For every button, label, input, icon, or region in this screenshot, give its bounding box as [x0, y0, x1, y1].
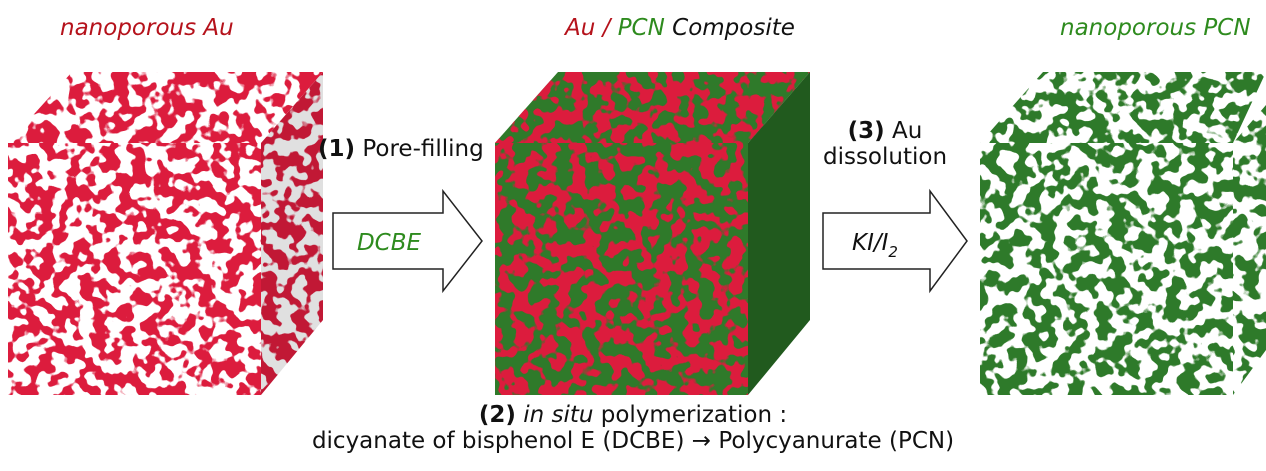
step3-number: (3) [847, 118, 885, 144]
cube-pcn-side [1233, 105, 1266, 395]
title-slash: / [595, 15, 618, 41]
title-au: Au [565, 15, 596, 41]
cube-nanoporous-au [8, 72, 323, 395]
step3-text-line2: dissolution [822, 144, 948, 170]
step2-in-situ: in situ [515, 402, 594, 428]
cube-pcn-front [980, 143, 1233, 395]
title-pcn: PCN [617, 15, 665, 41]
cube-composite-top [495, 72, 810, 143]
cube-au-top [8, 72, 323, 143]
cube-au-front [8, 143, 261, 395]
step1-text: Pore-filling [355, 136, 484, 162]
arrow-pore-filling: DCBE [332, 188, 483, 294]
step2-label: (2) in situ polymerization : dicyanate o… [200, 402, 1066, 454]
step1-number: (1) [318, 136, 356, 162]
cube-nanoporous-pcn [980, 72, 1266, 395]
title-nanoporous-pcn: nanoporous PCN [1060, 15, 1251, 41]
step2-number: (2) [478, 402, 516, 428]
cube-au-pcn-composite [495, 72, 810, 395]
cube-pcn-top [980, 72, 1266, 143]
reagent-dcbe: DCBE [357, 230, 422, 256]
step3-text-line1: Au [884, 118, 923, 144]
step1-label: (1) Pore-filling [318, 136, 484, 162]
cube-au-side [261, 72, 323, 395]
step2-reaction: dicyanate of bisphenol E (DCBE) → Polycy… [311, 428, 955, 454]
reagent-ki-i2: KI/I2 [852, 230, 898, 261]
title-nanoporous-au: nanoporous Au [60, 15, 234, 41]
reagent-ki-i-main: KI/I [852, 230, 889, 256]
title-composite: Composite [664, 15, 795, 41]
reagent-subscript: 2 [888, 243, 898, 261]
cube-composite-side [748, 72, 810, 395]
arrow-au-dissolution: KI/I2 [822, 188, 968, 294]
step2-text: polymerization : [593, 402, 788, 428]
title-au-pcn-composite: Au / PCN Composite [565, 15, 795, 41]
cube-composite-front [495, 143, 748, 395]
step3-label: (3) Au dissolution [810, 118, 960, 170]
